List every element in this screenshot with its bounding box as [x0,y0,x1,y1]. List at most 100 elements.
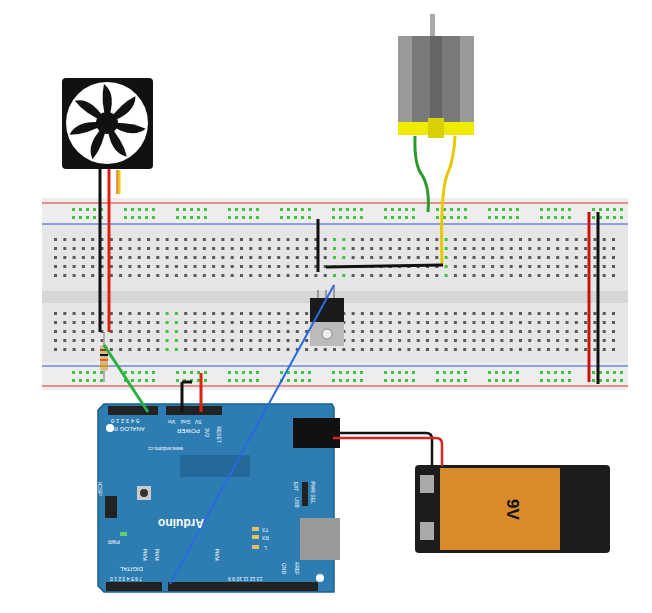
breadboard-hole [287,247,290,250]
breadboard-hole [575,321,578,324]
breadboard-hole [54,238,57,241]
battery: 9V [415,465,610,553]
breadboard-hole [91,330,94,333]
breadboard-hole [380,256,383,259]
breadboard-hole [194,274,197,277]
breadboard-hole [566,321,569,324]
rail-hole [100,371,103,374]
breadboard-hole [519,321,522,324]
rail-hole [540,379,543,382]
breadboard-hole [593,312,596,315]
rail-hole [145,371,148,374]
breadboard-hole [63,274,66,277]
breadboard-hole [352,348,355,351]
breadboard-hole [575,256,578,259]
rail-hole [339,379,342,382]
breadboard-hole [426,256,429,259]
breadboard-hole [510,274,513,277]
rail-hole [301,208,304,211]
rail-hole [190,371,193,374]
breadboard-hole [314,348,317,351]
rail-hole [620,371,623,374]
breadboard-hole [407,312,410,315]
breadboard-hole [593,348,596,351]
rail-hole [301,371,304,374]
breadboard-hole [398,330,401,333]
breadboard-hole [417,312,420,315]
rail-hole [235,208,238,211]
breadboard-hole [463,238,466,241]
breadboard-hole [54,265,57,268]
breadboard-hole [287,330,290,333]
breadboard-hole [119,348,122,351]
rail-hole [152,208,155,211]
breadboard-hole [212,256,215,259]
rail-hole [353,371,356,374]
rail-hole [308,371,311,374]
breadboard-hole [593,274,596,277]
breadboard-hole [603,348,606,351]
breadboard-hole [296,256,299,259]
breadboard-hole [500,339,503,342]
rail-hole [86,208,89,211]
breadboard-hole [370,312,373,315]
breadboard-hole [277,321,280,324]
board-label: PWM [142,548,147,560]
rail-hole [301,379,304,382]
breadboard-hole [166,274,169,277]
breadboard-hole [566,339,569,342]
breadboard-hole [212,238,215,241]
breadboard-hole [500,247,503,250]
rail-hole [464,216,467,219]
breadboard-hole [454,238,457,241]
rail-hole [554,379,557,382]
breadboard-hole [119,274,122,277]
breadboard-hole [333,256,336,259]
breadboard-hole [333,274,336,277]
breadboard-hole [370,256,373,259]
breadboard-hole [528,256,531,259]
breadboard-hole [361,274,364,277]
rail-hole [86,216,89,219]
breadboard-hole [333,247,336,250]
breadboard-hole [547,265,550,268]
breadboard-hole [435,247,438,250]
breadboard-hole [361,247,364,250]
breadboard-hole [54,339,57,342]
breadboard-hole [203,274,206,277]
breadboard-hole [547,321,550,324]
breadboard-hole [426,238,429,241]
breadboard-hole [268,238,271,241]
breadboard-hole [491,274,494,277]
breadboard-hole [147,330,150,333]
rail-hole [346,208,349,211]
breadboard-hole [166,330,169,333]
board-label: USB [294,497,299,507]
rail-hole [280,208,283,211]
rail-hole [176,379,179,382]
rail-hole [620,208,623,211]
motor-body [398,36,412,124]
fan-wire [108,169,111,332]
breadboard-hole [417,274,420,277]
breadboard-hole [175,274,178,277]
breadboard-hole [147,256,150,259]
breadboard-hole [296,265,299,268]
breadboard-hole [352,256,355,259]
breadboard-hole [166,256,169,259]
breadboard-hole [566,247,569,250]
breadboard-hole [389,330,392,333]
breadboard-hole [342,256,345,259]
rail-hole [502,379,505,382]
breadboard-hole [500,312,503,315]
breadboard-hole [305,321,308,324]
breadboard-hole [259,348,262,351]
breadboard-hole [417,339,420,342]
breadboard-hole [156,274,159,277]
breadboard-hole [324,274,327,277]
breadboard-hole [473,330,476,333]
breadboard-hole [166,348,169,351]
icsp-header [105,496,117,518]
rail-hole [346,216,349,219]
transistor-tab [310,322,344,346]
